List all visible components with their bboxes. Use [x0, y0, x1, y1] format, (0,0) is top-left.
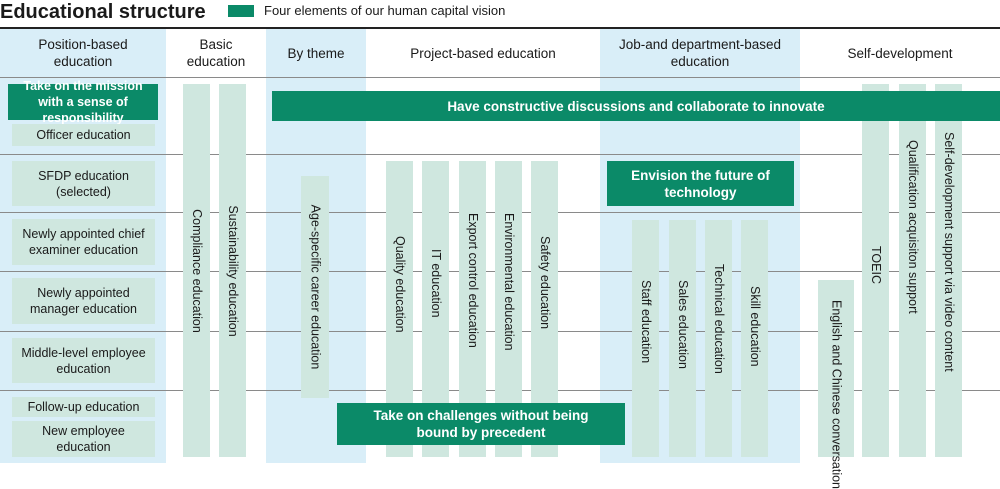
staff-label: Staff education — [639, 280, 653, 364]
column-qualification: Qualification acquisiton support — [899, 84, 926, 457]
export-label: Export control education — [466, 213, 480, 348]
header-project-based: Project-based education — [410, 45, 556, 61]
environmental-label: Environmental education — [502, 213, 516, 351]
safety-label: Safety education — [538, 236, 552, 330]
header-basic: Basic education — [186, 37, 246, 69]
column-sales: Sales education — [669, 220, 696, 457]
grid-line — [0, 154, 1000, 155]
compliance-label: Compliance education — [190, 208, 204, 333]
sustainability-label: Sustainability education — [226, 204, 240, 337]
level-officer: Officer education — [12, 124, 155, 146]
column-skill: Skill education — [741, 220, 768, 457]
english-chinese-label: English and Chinese conversation — [829, 300, 844, 489]
technical-label: Technical education — [712, 264, 726, 374]
column-technical: Technical education — [705, 220, 732, 457]
level-new-employee: New employee education — [12, 421, 155, 457]
column-sustainability: Sustainability education — [219, 84, 246, 457]
vision-challenges-banner: Take on challenges without being bound b… — [337, 403, 625, 445]
column-toeic: TOEIC — [862, 84, 889, 457]
level-followup: Follow-up education — [12, 397, 155, 417]
sales-label: Sales education — [676, 280, 690, 369]
header-job-department: Job-and department-based education — [618, 37, 782, 69]
vision-collaborate-banner: Have constructive discussions and collab… — [272, 91, 1000, 121]
column-english-chinese: English and Chinese conversation — [818, 280, 854, 489]
header-position-based: Position-based education — [38, 37, 128, 69]
career-label: Age-specific career education — [308, 204, 323, 370]
grid-line — [0, 77, 1000, 78]
header-self-development: Self-development — [847, 45, 953, 61]
it-label: IT education — [429, 249, 443, 318]
level-manager: Newly appointed manager education — [12, 278, 155, 324]
level-chief-examiner: Newly appointed chief examiner education — [12, 219, 155, 265]
skill-label: Skill education — [748, 286, 762, 367]
level-middle: Middle-level employee education — [12, 338, 155, 383]
page-title: Educational structure — [0, 1, 206, 23]
title-rule — [0, 27, 1000, 29]
quality-label: Quality education — [393, 236, 407, 333]
column-video: Self-development support via video conte… — [935, 84, 962, 457]
column-career: Age-specific career education — [301, 176, 329, 398]
vision-envision-banner: Envision the future of technology — [607, 161, 794, 206]
video-label: Self-development support via video conte… — [942, 132, 956, 372]
legend-swatch — [228, 5, 254, 17]
qualification-label: Qualification acquisiton support — [906, 140, 920, 314]
vision-mission-banner: Take on the mission with a sense of resp… — [8, 79, 158, 125]
toeic-label: TOEIC — [869, 246, 883, 284]
column-staff: Staff education — [632, 220, 659, 457]
column-compliance: Compliance education — [183, 84, 210, 457]
legend-label: Four elements of our human capital visio… — [264, 3, 506, 18]
level-sfdp: SFDP education (selected) — [12, 161, 155, 206]
header-by-theme: By theme — [287, 45, 345, 61]
